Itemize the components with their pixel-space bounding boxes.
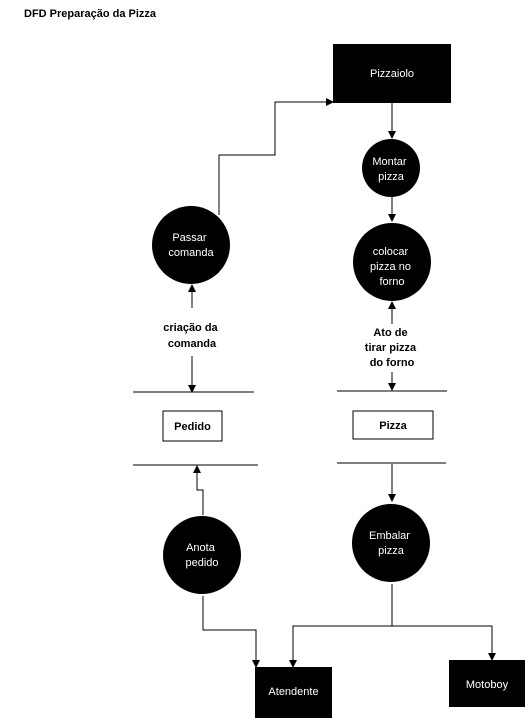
process-colocar-pizza[interactable]: colocar pizza no forno [353, 223, 431, 301]
process-embalar-pizza[interactable]: Embalar pizza [352, 504, 430, 582]
process-embalar-pizza-line-2: pizza [378, 545, 405, 557]
process-passar-comanda[interactable]: Passar comanda [152, 206, 230, 284]
flow-label-criacao-line-1: criação da [163, 322, 218, 334]
process-anota-pedido-line-2: pedido [185, 557, 218, 569]
entity-motoboy[interactable]: Motoboy [449, 660, 525, 707]
entity-motoboy-label: Motoboy [466, 679, 509, 691]
process-colocar-pizza-line-2: pizza no [370, 261, 411, 273]
process-anota-pedido-line-1: Anota [186, 542, 216, 554]
process-passar-comanda-line-1: Passar [172, 232, 207, 244]
flow-label-criacao-comanda: criação da comanda [158, 318, 228, 352]
entity-atendente-label: Atendente [268, 686, 318, 698]
process-montar-pizza-line-1: Montar [372, 156, 407, 168]
process-embalar-pizza-label: Embalar pizza [369, 530, 413, 557]
data-store-pizza: Pizza [337, 390, 447, 464]
process-anota-pedido-label: Anota pedido [185, 542, 218, 569]
entity-atendente[interactable]: Atendente [255, 667, 332, 718]
edge-embalar-to-motoboy [392, 625, 496, 661]
process-colocar-pizza-line-1: colocar [373, 246, 409, 258]
process-passar-comanda-label: Passar comanda [168, 232, 214, 259]
data-store-pedido: Pedido [133, 391, 258, 466]
process-passar-comanda-line-2: comanda [168, 247, 214, 259]
edges [188, 98, 496, 668]
edge-anota-to-atendente [202, 596, 260, 668]
process-colocar-pizza-label: colocar pizza no forno [370, 246, 414, 288]
edge-comanda-to-pizzaiolo [218, 98, 334, 215]
flow-label-tirar-line-1: Ato de [373, 327, 407, 339]
diagram-title: DFD Preparação da Pizza [24, 8, 157, 20]
process-anota-pedido[interactable]: Anota pedido [163, 516, 241, 594]
process-montar-pizza-line-2: pizza [378, 171, 405, 183]
data-store-pedido-label: Pedido [174, 421, 211, 433]
flow-label-tirar-pizza: Ato de tirar pizza do forno [358, 324, 426, 370]
svg-text:Ato de tirar pizza: Ato de tirar pizza do forno [365, 327, 419, 369]
entity-pizzaiolo[interactable]: Pizzaiolo [333, 44, 451, 103]
data-store-pizza-label: Pizza [379, 420, 407, 432]
edge-embalar-to-atendente [289, 584, 393, 668]
flow-label-tirar-line-2: tirar pizza [365, 342, 417, 354]
entity-pizzaiolo-label: Pizzaiolo [370, 68, 414, 80]
svg-text:criação da comanda: criação da comanda [163, 322, 220, 350]
process-embalar-pizza-line-1: Embalar [369, 530, 410, 542]
process-montar-pizza-label: Montar pizza [372, 156, 409, 183]
edge-anota-to-store-pedido [193, 465, 204, 515]
flow-label-criacao-line-2: comanda [168, 338, 217, 350]
process-montar-pizza[interactable]: Montar pizza [362, 139, 420, 197]
flow-label-tirar-line-3: do forno [370, 357, 415, 369]
process-colocar-pizza-line-3: forno [379, 276, 404, 288]
